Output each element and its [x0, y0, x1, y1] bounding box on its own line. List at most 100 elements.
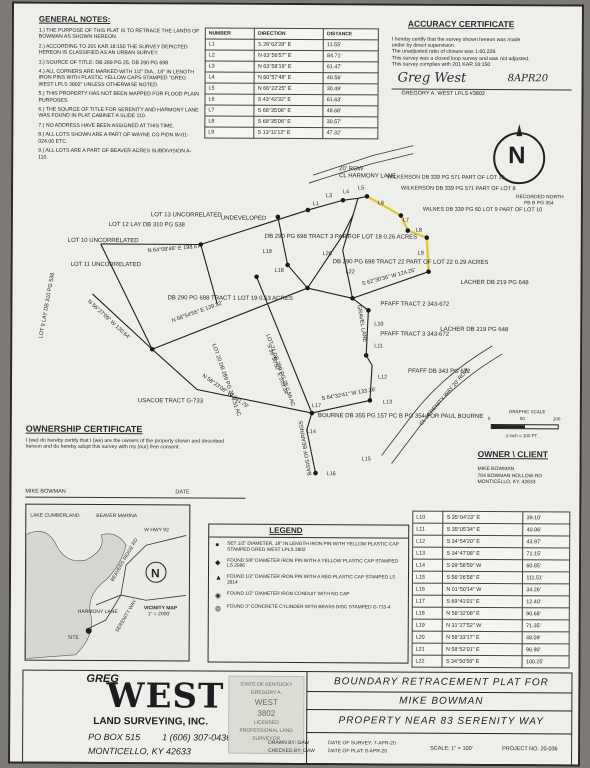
- site-marker-icon: [85, 627, 92, 634]
- basis-line: [306, 412, 317, 474]
- arrow-head-icon: [516, 124, 523, 137]
- table-cell: L13: [412, 547, 444, 560]
- lot11-label: LOT 11 UNCORRELATED: [71, 262, 142, 268]
- bearing-6: S 62°30'36" W 124.26': [362, 268, 417, 288]
- table-cell: L17: [412, 595, 443, 608]
- lacher-2-label: LACHER DB 219 PG 648: [440, 327, 509, 333]
- table-cell: L16: [412, 583, 443, 596]
- lot10-label: LOT 10 UNCORRELATED: [68, 238, 139, 244]
- table-cell: 90.68': [522, 607, 570, 620]
- corner-markers: [149, 194, 431, 476]
- svg-text:L4: L4: [343, 189, 349, 195]
- seal-line: 3802: [257, 708, 276, 718]
- legend-item-label: FOUND 1/2" DIAMETER IRON PIN WITH A RED …: [226, 574, 396, 586]
- plat-sheet: GENERAL NOTES: 1.) THE PURPOSE OF THIS P…: [8, 1, 584, 767]
- table-cell: N 01°50'14" W: [442, 583, 523, 596]
- svg-text:L12: L12: [378, 374, 387, 380]
- table-cell: L20: [412, 631, 443, 644]
- table-cell: S 34°54'20" E: [443, 535, 524, 548]
- svg-text:L10: L10: [374, 321, 383, 327]
- vic-lake: LAKE CUMBERLAND: [30, 512, 80, 519]
- ownership-owner: MIKE BOWMAN: [25, 488, 66, 495]
- owner-client-title: OWNER \ CLIENT: [477, 448, 549, 460]
- gravel-label: GRAVEL LANE: [355, 305, 367, 343]
- tract1-label: DB 290 PG 698 TRACT 1 LOT 19 0.53 ACRES: [167, 295, 292, 302]
- table-cell: 71.15': [522, 547, 570, 560]
- ownership-title: OWNERSHIP CERTIFICATE: [25, 423, 143, 435]
- table-cell: N 58°32'08" E: [442, 607, 523, 620]
- svg-text:L7: L7: [403, 218, 409, 224]
- scale-bar: [490, 424, 559, 430]
- table-cell: 39.10': [523, 511, 570, 524]
- serenity-way-line: [381, 345, 493, 456]
- table-cell: 111.51': [522, 571, 570, 584]
- table-cell: N 31°27'52" W: [442, 619, 523, 632]
- table-cell: L21: [412, 643, 443, 656]
- company-city: MONTICELLO, KY 42633: [88, 745, 191, 757]
- scale-note: 1 inch = 100 FT.: [505, 433, 538, 439]
- seal-line: WEST: [254, 697, 278, 707]
- lacher-1-label: LACHER DB 219 PG 648: [461, 280, 530, 286]
- ownership-date-label: DATE: [175, 489, 190, 496]
- vic-scale: 1" = 2000': [147, 611, 171, 618]
- seal-line: STATE OF KENTUCKY: [240, 681, 293, 688]
- svg-text:L1: L1: [313, 201, 319, 207]
- vic-harmony: HARMONY LANE: [77, 608, 118, 616]
- legend-item: ▲FOUND 1/2" DIAMETER IRON PIN WITH A RED…: [215, 575, 405, 588]
- table-cell: S 34°50'56" E: [442, 655, 523, 668]
- svg-text:L17: L17: [312, 403, 321, 409]
- table-cell: L14: [412, 559, 443, 572]
- survey-date: DATE OF SURVEY: 7-APR-20: [328, 740, 396, 747]
- legend: LEGEND ● SET 1/2" DIAMETER, 18" IN LENGTH…: [207, 523, 410, 664]
- svg-text:L3: L3: [326, 193, 332, 199]
- company-po: PO BOX 515: [88, 731, 141, 743]
- concrete-cylinder-icon: ◍: [214, 605, 221, 613]
- set-pin-icon: ●: [215, 541, 220, 549]
- south-boundary: [100, 243, 312, 414]
- conduit-icon: ◉: [214, 592, 222, 600]
- company-phone: 1 (606) 307-0436: [162, 732, 232, 743]
- table-cell: S 09°58'59" W: [442, 559, 523, 572]
- pfaff3-label: PFAFF TRACT 3 343-672: [380, 331, 450, 337]
- vic-marina: BEAVER MARINA: [96, 512, 138, 520]
- table-cell: 43.97': [523, 535, 570, 548]
- owner-client-line: MONTICELLO, KY. 42633: [477, 478, 536, 486]
- table-cell: S 35°04'23" E: [443, 511, 524, 524]
- svg-text:L11: L11: [374, 343, 383, 349]
- table-cell: S 35°05'34" E: [443, 523, 524, 536]
- table-cell: 34.26': [522, 583, 570, 596]
- lot9-label: LOT 9 LAY DB 310 PG 538: [38, 272, 56, 339]
- svg-text:L8: L8: [416, 228, 422, 234]
- table-cell: 96.90': [522, 643, 570, 656]
- pfaff2-label: PFAFF TRACT 2 343-672: [380, 301, 450, 307]
- bearing-1: N 64°08'46" E 198.67': [147, 244, 201, 254]
- bearing-2: N 56°27'09" W 120.64': [86, 299, 131, 341]
- table-cell: L22: [412, 655, 443, 668]
- svg-text:L9: L9: [418, 251, 424, 257]
- svg-text:L22: L22: [346, 269, 355, 275]
- legend-title: LEGEND: [269, 525, 303, 536]
- legend-item-label: SET 1/2" DIAMETER, 18" IN LENGTH IRON PI…: [227, 541, 399, 553]
- legend-item: ◆FOUND 5/8" DIAMETER IRON PIN WITH A YEL…: [215, 558, 405, 571]
- legend-item: ● SET 1/2" DIAMETER, 18" IN LENGTH IRON P…: [215, 542, 405, 555]
- ownership-text: I (we) do hereby certify that I (we) are…: [25, 437, 225, 451]
- legend-item: ◍FOUND 3" CONCRETE CYLINDER WITH BRASS D…: [215, 604, 405, 613]
- table-cell: 48.09': [522, 631, 570, 644]
- svg-text:L21: L21: [343, 233, 352, 239]
- lot18-label: DB 290 PG 698 TRACT 3 PART OF LOT 18 0.2…: [265, 234, 417, 241]
- lake-shape: [25, 531, 127, 659]
- vic-hwy: W HWY 92: [144, 527, 169, 534]
- svg-text:N: N: [151, 566, 160, 580]
- table-cell: 100.25': [522, 655, 570, 668]
- harmony-label: CL HARMONY LANE: [339, 173, 396, 179]
- title-line2: MIKE BOWMAN: [399, 695, 484, 707]
- bourne-label: BOURNE DB 355 PG 157 PC B PG 354 FOR PAU…: [318, 413, 483, 420]
- title-line3: PROPERTY NEAR 83 SERENITY WAY: [338, 715, 544, 728]
